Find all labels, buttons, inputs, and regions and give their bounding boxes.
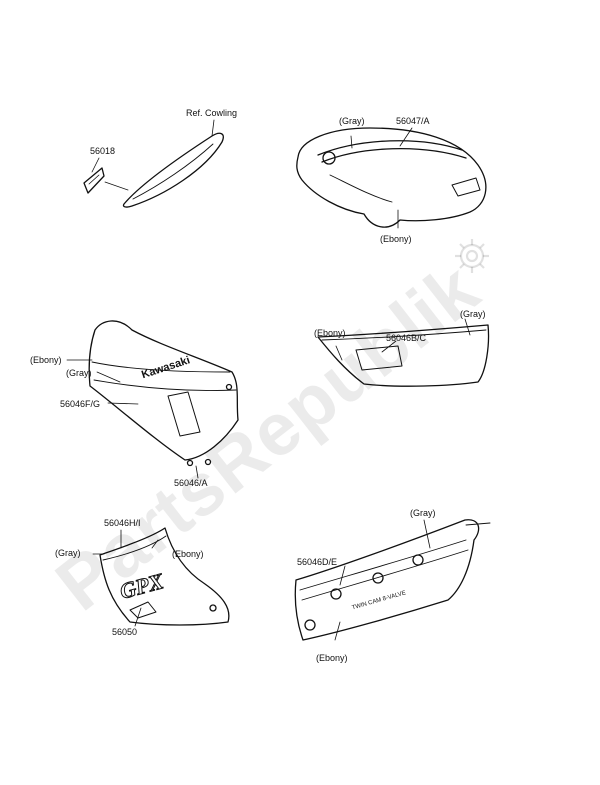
fairing-vent [167,391,201,437]
label-lower-ebony: (Ebony) [172,549,204,559]
label-ref-cowling: Ref. Cowling [186,108,238,118]
label-lower-gray: (Gray) [55,548,81,558]
fairing-outline [88,320,239,461]
label-tank-ebony: (Ebony) [380,234,412,244]
kawasaki-logo: Kawasaki [140,354,191,381]
twin-cam-decal: TWIN CAM 8-VALVE [351,590,406,611]
label-cowl-gray: (Gray) [410,508,436,518]
gear-icon [455,239,489,273]
label-fairing-ebony: (Ebony) [30,355,62,365]
tank-cap [322,151,336,165]
label-sidecover-gray: (Gray) [460,309,486,319]
small-emblem [83,167,105,194]
lower-fairing-drawing [92,527,230,627]
lower-fairing-vent [129,601,157,619]
label-part-56046fg: 56046F/G [60,399,101,409]
tail-decal-drawing [83,119,224,208]
lower-fairing-outline [99,527,230,626]
label-cowl-ebony: (Ebony) [316,653,348,663]
label-part-56046de: 56046D/E [297,557,338,567]
fuel-tank-drawing [296,127,487,229]
label-sidecover-ebony: (Ebony) [314,328,346,338]
label-part-56046a: 56046/A [174,478,208,488]
upper-fairing-drawing [66,320,239,479]
lower-cowl-drawing [294,519,491,641]
side-cover-panel [355,345,403,371]
tank-knee-pad [451,177,481,197]
label-part-56046hi: 56046H/I [104,518,141,528]
label-fairing-gray: (Gray) [66,368,92,378]
fuel-tank-outline [296,127,487,228]
tail-decal-strip [122,132,224,208]
label-part-56047a: 56047/A [396,116,430,126]
label-part-56046bc: 56046B/C [386,333,427,343]
label-tank-gray: (Gray) [339,116,365,126]
label-part-56050: 56050 [112,627,138,637]
twin-cam-text: TWIN CAM 8-VALVE [351,590,406,611]
side-cover-outline [317,324,490,387]
label-part-56018: 56018 [90,146,116,156]
side-cover-drawing [317,318,490,387]
lower-cowl-outline [294,519,480,641]
kawasaki-logo-text: Kawasaki [140,354,191,381]
